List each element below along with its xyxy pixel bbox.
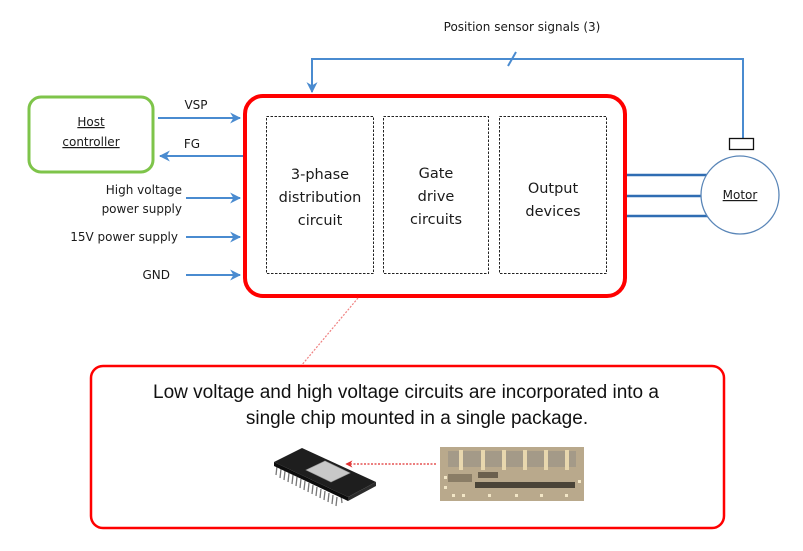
signal-fg: FG xyxy=(158,137,244,162)
block-output-line1: Output xyxy=(528,181,579,197)
block-3phase-distribution: 3-phase distribution circuit xyxy=(266,116,374,274)
block-gate-drive-line2: drive xyxy=(418,189,455,205)
signal-high-voltage: High voltage power supply xyxy=(102,183,242,216)
motor-circle xyxy=(700,155,780,235)
motor: Motor xyxy=(700,137,780,235)
block-3phase-line2: distribution xyxy=(279,190,362,206)
motor-driver-ic: 3-phase distribution circuit Gate drive … xyxy=(243,94,627,298)
host-controller-box xyxy=(27,95,155,174)
block-gate-drive: Gate drive circuits xyxy=(383,116,489,274)
block-3phase-box xyxy=(266,116,374,274)
die-bond-pads xyxy=(459,450,569,470)
signal-vsp: VSP xyxy=(158,98,242,124)
ic-package-pins xyxy=(275,465,343,507)
ic-package-icon xyxy=(274,448,376,507)
callout-text-line2: single chip mounted in a single package. xyxy=(246,408,588,429)
feedback-label: Position sensor signals (3) xyxy=(444,20,601,34)
block-output-line2: devices xyxy=(525,204,580,220)
signal-fg-label: FG xyxy=(184,137,200,151)
block-output-box xyxy=(499,116,607,274)
signal-15v: 15V power supply xyxy=(70,230,242,244)
signal-vsp-label: VSP xyxy=(184,98,207,112)
block-gate-drive-line1: Gate xyxy=(419,166,454,182)
host-controller-label-line1: Host xyxy=(77,115,105,129)
signal-15v-label: 15V power supply xyxy=(70,230,178,244)
block-output-devices: Output devices xyxy=(499,116,607,274)
feedback-line xyxy=(306,58,744,138)
block-gate-drive-line3: circuits xyxy=(410,212,462,228)
callout-text-line1: Low voltage and high voltage circuits ar… xyxy=(153,382,659,403)
block-gate-drive-box xyxy=(383,116,489,274)
ic-outline xyxy=(243,94,627,298)
signal-gnd-label: GND xyxy=(142,268,170,282)
block-3phase-line1: 3-phase xyxy=(291,167,349,183)
host-controller-label-line2: controller xyxy=(62,135,119,149)
callout: Low voltage and high voltage circuits ar… xyxy=(89,364,726,530)
signal-hv-label-line1: High voltage xyxy=(106,183,182,197)
callout-connector xyxy=(300,297,359,367)
host-controller: Host controller xyxy=(27,95,155,174)
bus-slash-mark xyxy=(507,51,517,67)
position-sensor xyxy=(728,137,755,151)
block-3phase-line3: circuit xyxy=(298,213,343,229)
motor-label: Motor xyxy=(723,188,758,202)
ic-package-die-window xyxy=(305,460,351,483)
input-signals: VSP FG High voltage power supply 15V pow… xyxy=(70,98,244,282)
position-sensor-feedback: Position sensor signals (3) xyxy=(306,20,744,138)
signal-gnd: GND xyxy=(142,268,242,282)
motor-phase-lines xyxy=(627,173,708,218)
signal-hv-label-line2: power supply xyxy=(102,202,182,216)
chip-die-photo xyxy=(440,447,584,501)
